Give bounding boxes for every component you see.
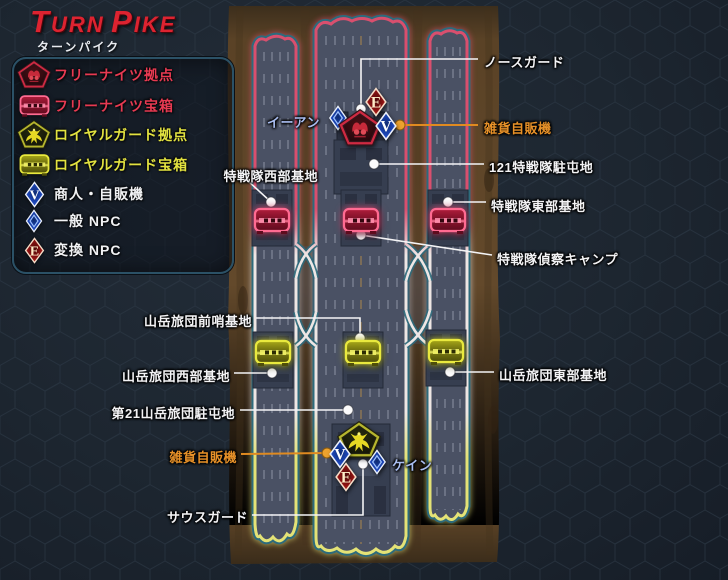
label-npc-ian: イーアン [267, 115, 320, 130]
label-sf-recon-camp: 特戦隊偵察キャンプ [497, 252, 619, 267]
royalguard-chest-icon-west [253, 339, 293, 368]
title-word1-initial: T [30, 4, 51, 39]
freeknights-chest-icon-east [428, 207, 468, 236]
freeknights-chest-icon [14, 94, 54, 118]
label-mtn-outpost: 山岳旅団前哨基地 [143, 314, 252, 329]
royalguard-chest-icon-center [343, 339, 383, 368]
label-vending-bottom: 雑貨自販機 [169, 450, 237, 465]
title-word1-rest: URN [50, 12, 105, 37]
royalguard-base-icon [14, 119, 54, 151]
freeknights-chest-icon-center [341, 207, 381, 236]
label-sf-west-base: 特戦隊西部基地 [223, 169, 318, 184]
label-mtn-camp-21: 第21山岳旅団駐屯地 [111, 406, 235, 421]
title-word2-initial: P [111, 4, 134, 39]
legend-label: 一般 NPC [54, 213, 122, 229]
royalguard-chest-icon [14, 153, 54, 177]
legend-item-merchant: 商人・自販機 [14, 179, 232, 209]
label-south-guard: サウスガード [166, 510, 248, 525]
label-sf-east-base: 特戦隊東部基地 [491, 199, 586, 214]
freeknights-base-icon [14, 59, 54, 91]
label-mtn-west-base: 山岳旅団西部基地 [121, 369, 230, 384]
legend-item-exchange-npc: 変換 NPC [14, 235, 232, 265]
legend-label: ロイヤルガード拠点 [54, 127, 189, 143]
exchange-npc-icon-south [334, 462, 359, 492]
label-north-guard: ノースガード [484, 55, 565, 70]
general-npc-icon-kain [366, 449, 388, 475]
general-npc-icon [14, 209, 54, 233]
page-subtitle: ターンパイク [37, 40, 121, 54]
exchange-npc-icon [14, 237, 54, 264]
label-vending-top: 雑貨自販機 [484, 121, 552, 136]
legend-label: 商人・自販機 [54, 186, 144, 202]
legend-item-royalguard-chest: ロイヤルガード宝箱 [14, 150, 232, 180]
merchant-vending-icon [14, 181, 54, 208]
legend-item-freeknights-base: フリーナイツ拠点 [14, 59, 232, 91]
label-mtn-east-base: 山岳旅団東部基地 [499, 368, 608, 383]
label-npc-kain: ケイン [392, 458, 433, 473]
royalguard-chest-icon-east [426, 338, 466, 367]
ramps [293, 241, 433, 349]
label-camp-121: 121特戦隊駐屯地 [489, 160, 594, 175]
legend-item-freeknights-chest: フリーナイツ宝箱 [14, 91, 232, 121]
legend-label: 変換 NPC [54, 242, 122, 258]
title-word2-rest: IKE [133, 12, 177, 37]
legend-item-royalguard-base: ロイヤルガード拠点 [14, 119, 232, 151]
legend-label: フリーナイツ宝箱 [54, 98, 174, 114]
merchant-vending-icon-north [374, 111, 399, 141]
legend-item-general-npc: 一般 NPC [14, 206, 232, 236]
page-title: TURN PIKE [30, 4, 176, 40]
legend-panel: フリーナイツ拠点 フリーナイツ宝箱 ロイヤルガード拠点 ロイヤルガード宝箱 商人… [12, 57, 234, 274]
legend-label: ロイヤルガード宝箱 [54, 157, 189, 173]
freeknights-chest-icon-west [252, 207, 292, 236]
legend-label: フリーナイツ拠点 [54, 67, 174, 83]
